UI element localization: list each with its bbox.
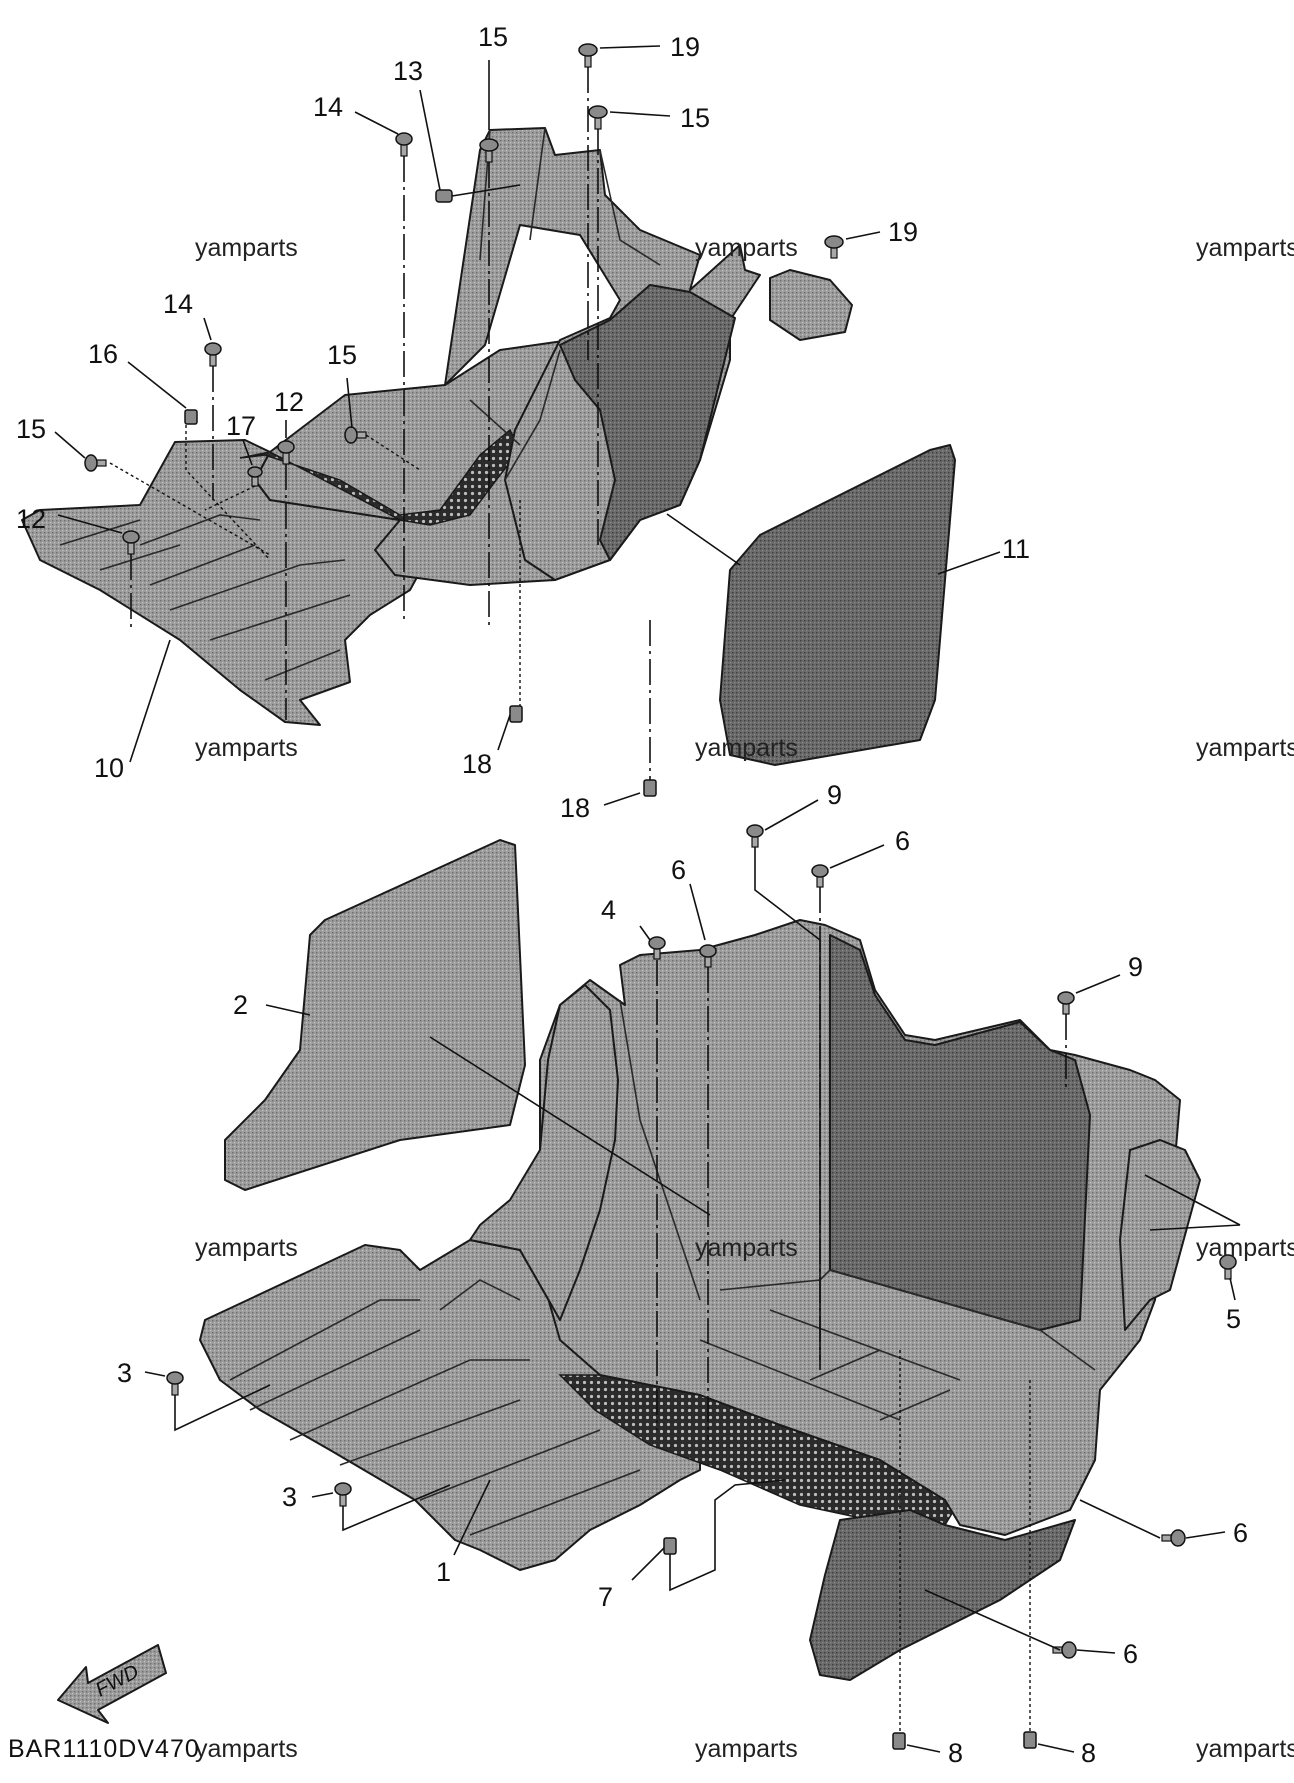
bolt-icon [395, 132, 413, 157]
bolt-icon [84, 454, 107, 472]
callout-3: 3 [282, 1482, 297, 1512]
callouts: 19 15 13 15 14 19 14 16 15 12 15 17 12 1… [16, 22, 1248, 1768]
clip-icon [892, 1732, 906, 1750]
callout-14: 14 [163, 289, 193, 319]
watermark-text: yamparts [1196, 234, 1294, 262]
bolt-icon [122, 530, 140, 555]
bolt-icon [344, 426, 367, 444]
watermark-text: yamparts [195, 234, 298, 262]
callout-15: 15 [16, 414, 46, 444]
callout-11: 11 [1002, 534, 1030, 564]
callout-7: 7 [598, 1582, 613, 1612]
fasteners [84, 43, 1237, 1750]
callout-18: 18 [462, 749, 492, 779]
callout-16: 16 [88, 339, 118, 369]
callout-3: 3 [117, 1358, 132, 1388]
callout-17: 17 [226, 411, 256, 441]
side-cover-left [224, 839, 526, 1191]
callout-15: 15 [680, 103, 710, 133]
floor-board-main [199, 1239, 701, 1571]
floor-flap-lower [809, 1509, 1076, 1681]
callout-6: 6 [1123, 1639, 1138, 1669]
side-cover-right [719, 444, 956, 766]
callout-15: 15 [327, 340, 357, 370]
callout-10: 10 [94, 753, 124, 783]
floor-board-left-ribs [59, 514, 351, 681]
callout-9: 9 [1128, 952, 1143, 982]
callout-4: 4 [601, 895, 616, 925]
bolt-icon [166, 1371, 184, 1396]
bolt-icon [204, 342, 222, 367]
clip-icon [1023, 1731, 1037, 1749]
bolt-icon [588, 105, 608, 130]
callout-19: 19 [888, 217, 918, 247]
bolt-icon [699, 944, 717, 968]
watermark-text: yamparts [1196, 1735, 1294, 1763]
clip-icon [643, 779, 657, 797]
side-panel-upper-shading [469, 127, 661, 481]
bolt-icon [1219, 1254, 1237, 1280]
callout-13: 13 [393, 56, 423, 86]
callout-6: 6 [1233, 1518, 1248, 1548]
callout-18: 18 [560, 793, 590, 823]
bolt-icon [746, 824, 764, 848]
callout-15: 15 [478, 22, 508, 52]
watermark-text: yamparts [695, 1735, 798, 1763]
floor-board-left [21, 439, 441, 726]
floor-pan-back-wall [829, 934, 1091, 1331]
callout-12: 12 [16, 504, 46, 534]
watermarks: yamparts yamparts yamparts yamparts yamp… [195, 234, 1294, 1763]
callout-6: 6 [895, 826, 910, 856]
callout-19: 19 [670, 32, 700, 62]
side-panel-upper-inner [559, 284, 736, 561]
bolt-icon [578, 43, 598, 68]
clip-icon [184, 409, 198, 425]
nut-icon [435, 189, 453, 203]
floor-board-main-ribs [229, 1279, 641, 1536]
bracket-upper-right [769, 269, 853, 341]
watermark-text: yamparts [695, 234, 798, 262]
forward-direction-arrow-icon: FWD [57, 1644, 167, 1724]
bolt-icon [824, 235, 844, 259]
watermark-text: yamparts [195, 1735, 298, 1763]
bolt-icon [648, 936, 666, 960]
watermark-text: yamparts [695, 1234, 798, 1262]
callout-9: 9 [827, 780, 842, 810]
watermark-text: yamparts [195, 734, 298, 762]
drawing-code: BAR1110DV470 [8, 1735, 200, 1763]
assembly-lines [109, 67, 1241, 1733]
bolt-icon [1052, 1641, 1077, 1659]
callout-14: 14 [313, 92, 343, 122]
callout-12: 12 [274, 387, 304, 417]
clip-icon [509, 705, 523, 723]
bolt-icon [334, 1482, 352, 1507]
bolt-icon [1057, 991, 1075, 1015]
callout-8: 8 [1081, 1738, 1096, 1768]
callout-8: 8 [948, 1738, 963, 1768]
lower-floor-assembly [199, 839, 1201, 1681]
callout-1: 1 [436, 1557, 451, 1587]
watermark-text: yamparts [1196, 1234, 1294, 1262]
watermark-text: yamparts [695, 734, 798, 762]
callout-5: 5 [1226, 1304, 1241, 1334]
bolt-icon [1161, 1529, 1186, 1547]
floor-pan-left-wall [469, 984, 619, 1321]
watermark-text: yamparts [1196, 734, 1294, 762]
floor-pan-right-skirt [1119, 1139, 1201, 1331]
callout-6: 6 [671, 855, 686, 885]
clip-icon [663, 1537, 677, 1555]
callout-2: 2 [233, 990, 248, 1020]
upper-floor-assembly [21, 127, 956, 766]
bolt-icon [811, 864, 829, 888]
watermark-text: yamparts [195, 1234, 298, 1262]
